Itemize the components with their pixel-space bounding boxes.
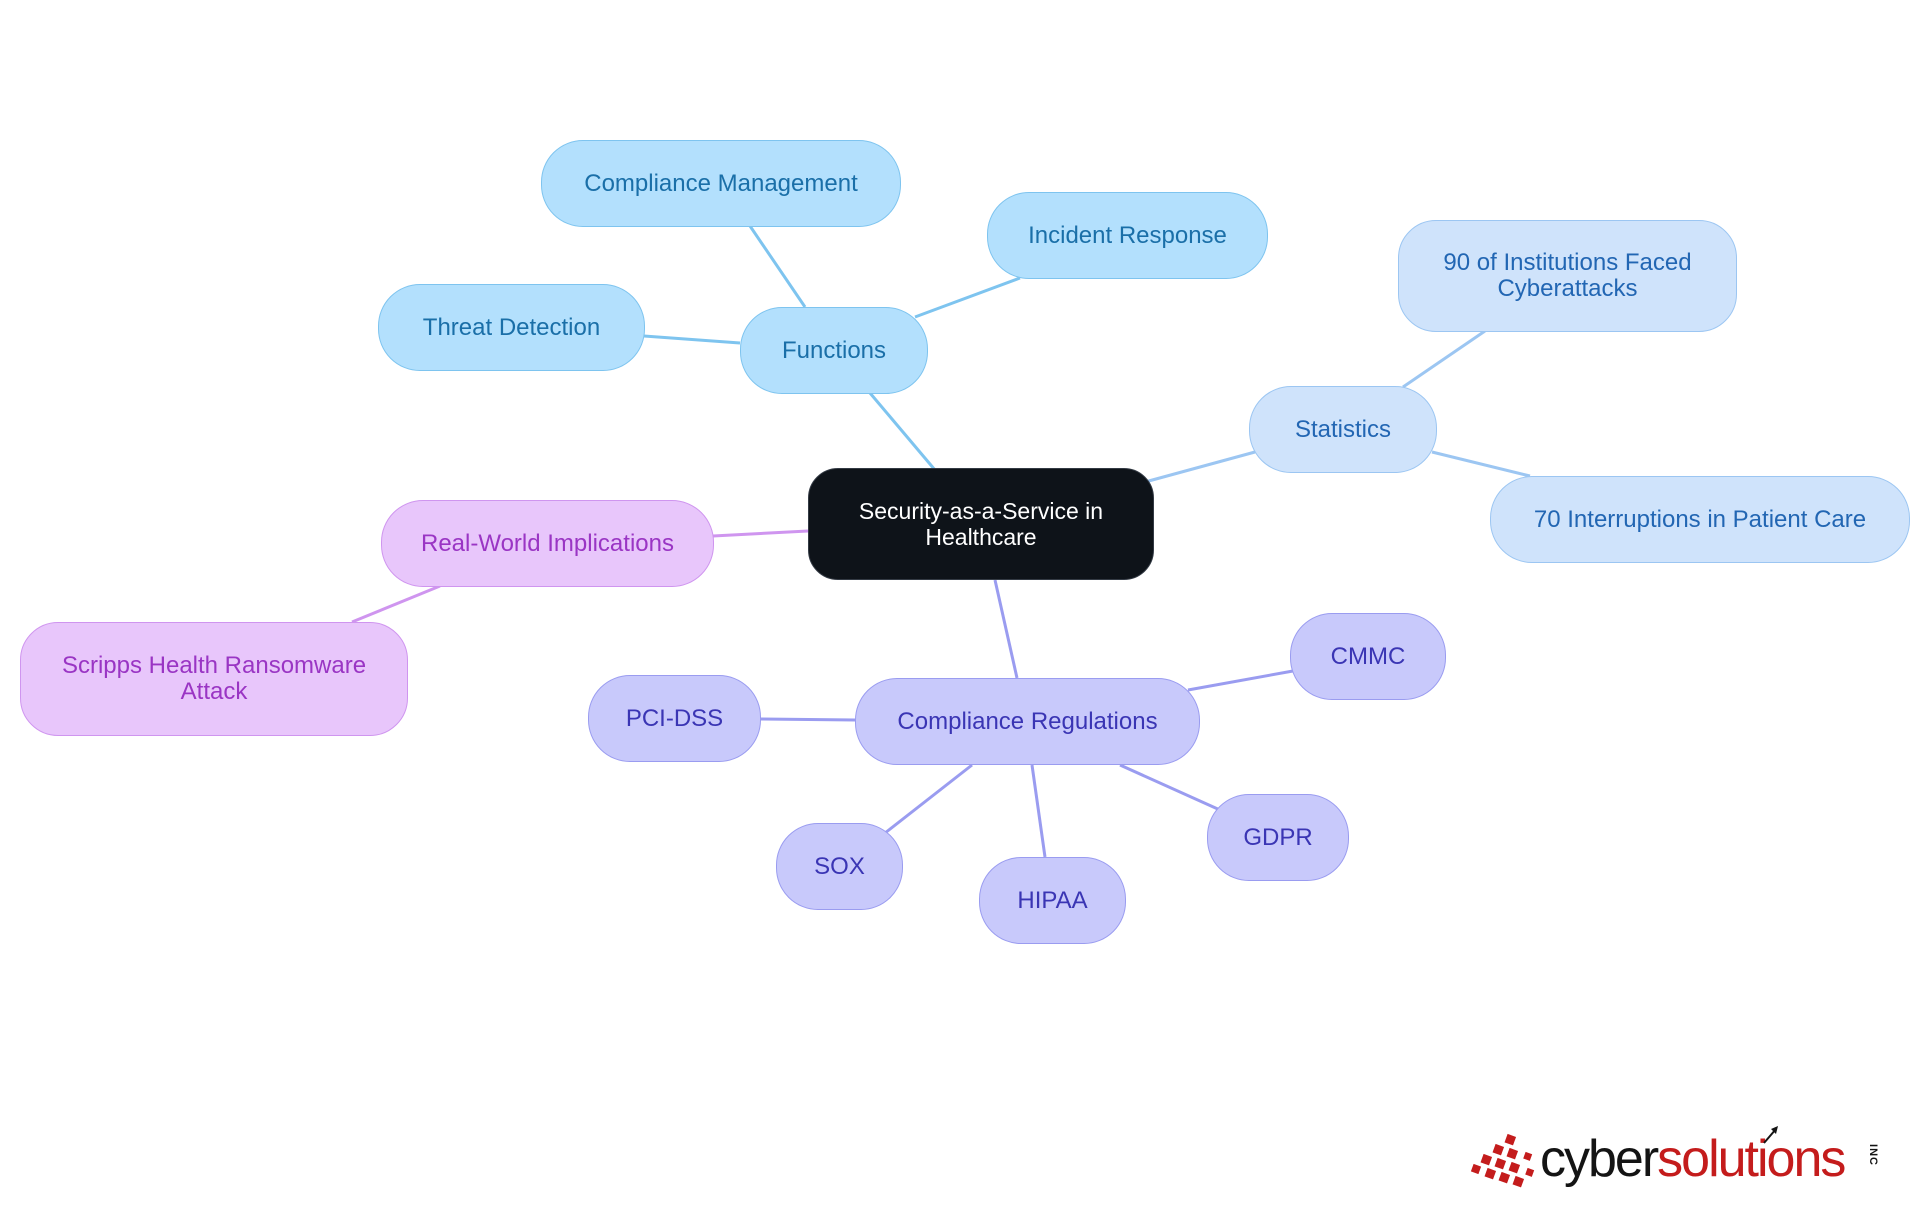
edge-root-functions <box>868 392 937 471</box>
hipaa-node: HIPAA <box>979 857 1126 944</box>
gdpr-node: GDPR <box>1207 794 1349 881</box>
institutions-cyberattacks-node: 90 of Institutions Faced Cyberattacks <box>1398 220 1737 332</box>
gdpr-label: GDPR <box>1243 823 1313 851</box>
real-world-implications-label: Real-World Implications <box>421 529 674 557</box>
patient-care-interruptions-node: 70 Interruptions in Patient Care <box>1490 476 1910 563</box>
edge-functions-threat-detection <box>643 334 741 345</box>
edge-regulations-pcidss <box>758 717 856 722</box>
institutions-cyberattacks-label: 90 of Institutions Faced Cyberattacks <box>1443 249 1692 302</box>
pci-dss-node: PCI-DSS <box>588 675 761 762</box>
compliance-regulations-node: Compliance Regulations <box>855 678 1200 765</box>
real-world-implications-node: Real-World Implications <box>381 500 714 587</box>
compliance-regulations-label: Compliance Regulations <box>897 707 1158 735</box>
edge-regulations-sox <box>884 763 973 835</box>
scripps-ransomware-node: Scripps Health Ransomware Attack <box>20 622 408 736</box>
logo-text-cyber: cyber <box>1540 1130 1659 1188</box>
edge-functions-incident-response <box>914 276 1021 319</box>
edge-statistics-institutions <box>1402 329 1486 389</box>
edge-root-statistics <box>1144 450 1256 484</box>
incident-response-label: Incident Response <box>1028 221 1227 249</box>
edge-root-implications <box>712 529 809 538</box>
compliance-management-label: Compliance Management <box>584 169 858 197</box>
cmmc-node: CMMC <box>1290 613 1446 700</box>
threat-detection-node: Threat Detection <box>378 284 645 371</box>
pci-dss-label: PCI-DSS <box>625 704 724 732</box>
edge-root-regulations <box>993 579 1019 679</box>
edge-regulations-gdpr <box>1119 763 1221 812</box>
logo-text-solutions: solutions <box>1657 1130 1846 1188</box>
logo-mark-icon <box>1470 1133 1535 1188</box>
cmmc-label: CMMC <box>1330 642 1406 670</box>
edge-regulations-cmmc <box>1187 669 1294 692</box>
edge-statistics-interruptions <box>1431 450 1531 478</box>
logo-inc: INC <box>1866 1144 1879 1166</box>
sox-label: SOX <box>814 852 865 880</box>
functions-node: Functions <box>740 307 928 394</box>
sox-node: SOX <box>776 823 903 910</box>
functions-label: Functions <box>781 336 887 364</box>
scripps-ransomware-label: Scripps Health Ransomware Attack <box>61 652 367 705</box>
edge-implications-scripps <box>351 584 441 624</box>
logo-arrow-icon <box>1763 1126 1778 1144</box>
patient-care-interruptions-label: 70 Interruptions in Patient Care <box>1533 505 1867 533</box>
root-node: Security-as-a-Service in Healthcare <box>808 468 1154 580</box>
root-label: Security-as-a-Service in Healthcare <box>858 498 1104 550</box>
edge-regulations-hipaa <box>1030 764 1047 858</box>
threat-detection-label: Threat Detection <box>422 313 601 341</box>
logo-wordmark: cybersolutions <box>1540 1130 1846 1188</box>
compliance-management-node: Compliance Management <box>541 140 901 227</box>
statistics-node: Statistics <box>1249 386 1437 473</box>
hipaa-label: HIPAA <box>1017 886 1088 914</box>
cybersolutions-logo: cybersolutions INC <box>1468 1125 1888 1195</box>
statistics-label: Statistics <box>1294 415 1392 443</box>
incident-response-node: Incident Response <box>987 192 1268 279</box>
edge-functions-compliance-management <box>748 225 807 308</box>
